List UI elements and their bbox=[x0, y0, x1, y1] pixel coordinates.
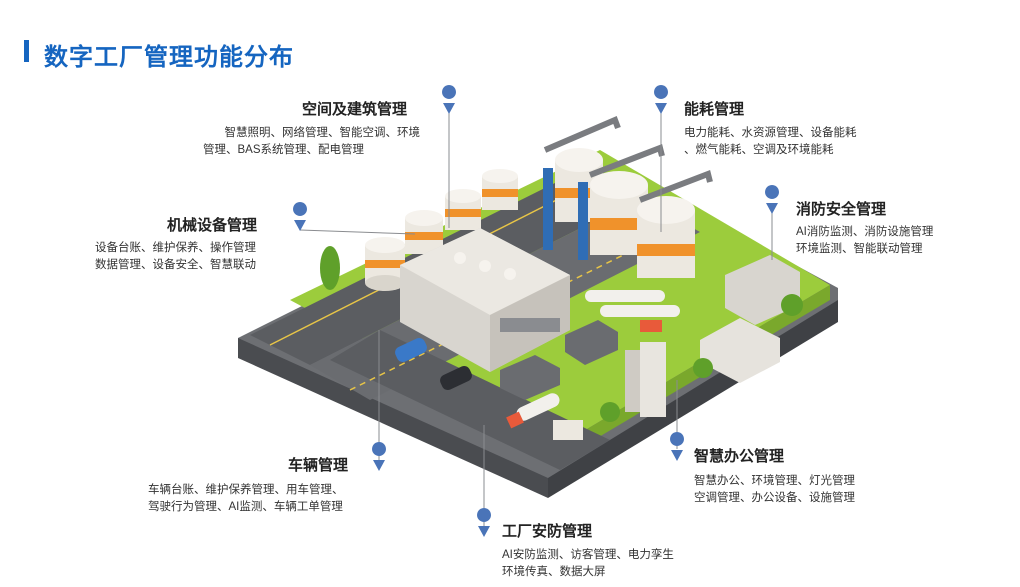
module-desc-security: AI安防监测、访客管理、电力孪生 环境传真、数据大屏 bbox=[502, 547, 674, 581]
module-desc-fire: AI消防监测、消防设施管理 环境监测、智能联动管理 bbox=[796, 224, 933, 258]
module-desc-line: 电力能耗、水资源管理、设备能耗 bbox=[684, 127, 857, 139]
module-desc-space: 智慧照明、网络管理、智能空调、环境 管理、BAS系统管理、配电管理 bbox=[180, 125, 420, 159]
module-desc-machine: 设备台账、维护保养、操作管理 数据管理、设备安全、智慧联动 bbox=[95, 240, 256, 274]
module-desc-line: 驾驶行为管理、AI监测、车辆工单管理 bbox=[148, 501, 343, 513]
module-title-office: 智慧办公管理 bbox=[694, 448, 785, 465]
module-title-vehicle: 车辆管理 bbox=[288, 457, 349, 474]
module-desc-vehicle: 车辆台账、维护保养管理、用车管理、 驾驶行为管理、AI监测、车辆工单管理 bbox=[148, 482, 344, 516]
module-title-energy: 能耗管理 bbox=[684, 101, 745, 118]
module-desc-line: 数据管理、设备安全、智慧联动 bbox=[95, 259, 256, 271]
title-accent-bar bbox=[24, 40, 29, 62]
module-desc-line: 、燃气能耗、空调及环境能耗 bbox=[684, 144, 834, 156]
module-desc-line: 智慧办公、环境管理、灯光管理 bbox=[694, 475, 855, 487]
module-title-fire: 消防安全管理 bbox=[796, 201, 887, 218]
module-desc-line: 智慧照明、网络管理、智能空调、环境 bbox=[224, 127, 421, 139]
module-desc-line: AI安防监测、访客管理、电力孪生 bbox=[502, 549, 674, 561]
module-title-space: 空间及建筑管理 bbox=[302, 101, 408, 118]
module-desc-line: 设备台账、维护保养、操作管理 bbox=[95, 242, 256, 254]
module-desc-line: 管理、BAS系统管理、配电管理 bbox=[203, 144, 365, 156]
module-desc-energy: 电力能耗、水资源管理、设备能耗 、燃气能耗、空调及环境能耗 bbox=[684, 125, 857, 159]
module-desc-line: 车辆台账、维护保养管理、用车管理、 bbox=[148, 484, 344, 496]
module-desc-line: AI消防监测、消防设施管理 bbox=[796, 226, 934, 238]
module-desc-line: 空调管理、办公设备、设施管理 bbox=[694, 492, 855, 504]
module-desc-line: 环境传真、数据大屏 bbox=[502, 566, 606, 578]
module-desc-line: 环境监测、智能联动管理 bbox=[796, 243, 923, 255]
module-title-security: 工厂安防管理 bbox=[502, 523, 593, 540]
module-title-machine: 机械设备管理 bbox=[167, 217, 258, 234]
module-desc-office: 智慧办公、环境管理、灯光管理 空调管理、办公设备、设施管理 bbox=[694, 473, 855, 507]
page-title: 数字工厂管理功能分布 bbox=[44, 44, 294, 71]
